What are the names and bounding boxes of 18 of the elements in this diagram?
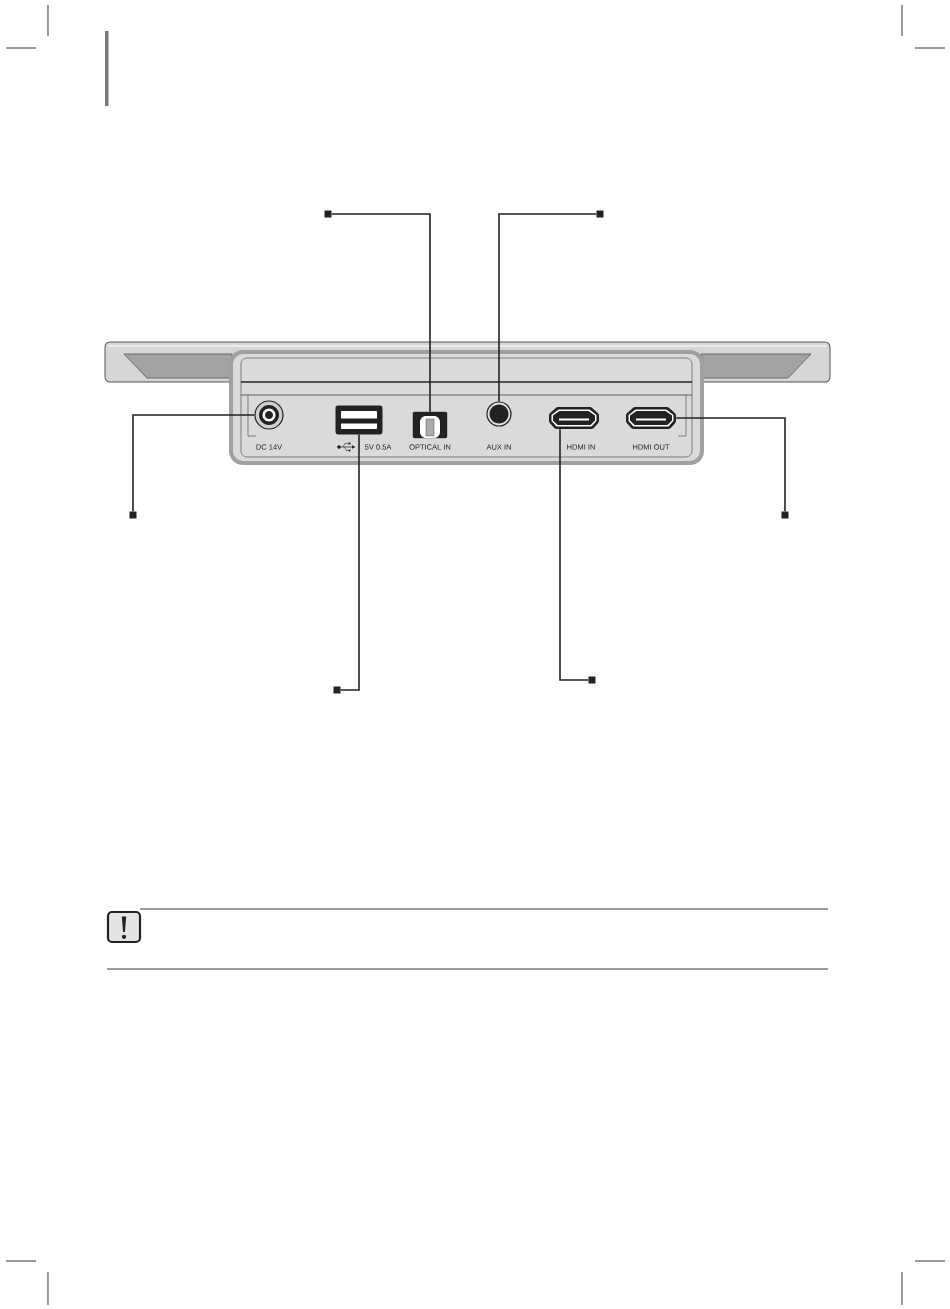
optical-port bbox=[412, 411, 448, 439]
hdmi-port bbox=[549, 407, 599, 429]
leader-line bbox=[559, 428, 590, 681]
leader-line bbox=[675, 417, 786, 513]
callout-marker bbox=[781, 511, 789, 519]
leader-line bbox=[132, 414, 256, 513]
callout-marker bbox=[333, 686, 341, 694]
callout-marker bbox=[129, 511, 137, 519]
leader-line bbox=[330, 213, 431, 413]
usb-port bbox=[335, 405, 383, 435]
hdmi-port bbox=[626, 407, 676, 429]
dc-jack bbox=[254, 400, 284, 430]
leader-line bbox=[498, 213, 598, 403]
audio-jack bbox=[486, 401, 512, 427]
callout-marker bbox=[596, 210, 604, 218]
callout-marker bbox=[588, 676, 596, 684]
callout-marker bbox=[324, 210, 332, 218]
leader-line bbox=[339, 433, 360, 691]
